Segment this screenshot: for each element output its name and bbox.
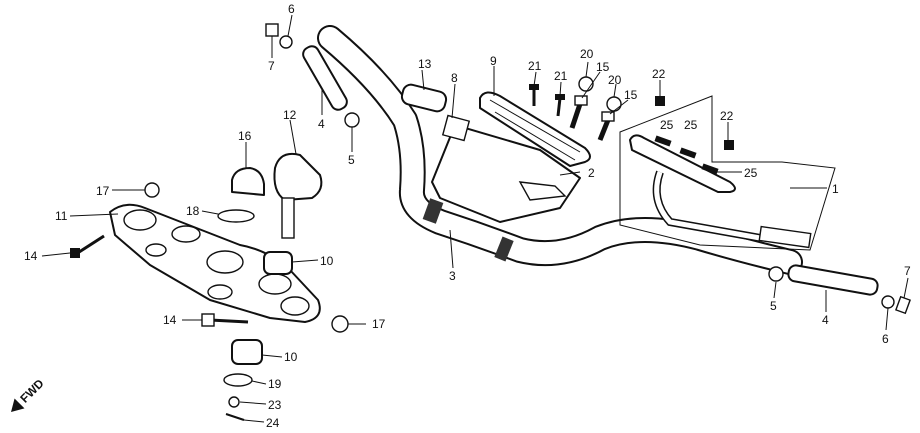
fwd-indicator: FWD [11,376,47,412]
callout-17-bottom: 17 [372,317,386,331]
screw-22-b [724,140,734,150]
nut-part-17-a [144,182,160,198]
switch-assembly-box [619,95,836,251]
rubber-part-10-b [231,339,263,365]
bolt-21-b [555,94,565,117]
callout-20-a: 20 [580,47,594,61]
callout-25-a: 25 [660,118,674,132]
callout-9: 9 [490,54,497,68]
bar-end-weight-left [265,23,360,128]
screw-25-a [654,135,672,147]
callout-2: 2 [588,166,595,180]
callout-14-left: 14 [24,249,38,263]
holder-cap-part-16 [231,167,265,196]
bolt-15-a [569,95,588,129]
rubber-part-10-a [263,251,293,275]
handlebar-pipe [317,25,803,275]
bolt-part-14-a [70,234,105,258]
callout-22-b: 22 [720,109,734,123]
callout-7-left: 7 [268,59,275,73]
nut-part-17-b [331,315,349,333]
callout-7-right: 7 [904,264,911,278]
right-switch-housing [629,134,812,249]
callout-14-bottom: 14 [163,313,177,327]
callout-4-left: 4 [318,117,325,131]
fwd-label: FWD [17,376,46,405]
callout-5-left: 5 [348,153,355,167]
callout-10-bottom: 10 [284,350,298,364]
callout-numbers: 1 2 3 4 4 5 5 6 6 7 7 8 9 10 10 11 12 13… [24,2,911,430]
callout-6-right: 6 [882,332,889,346]
callout-3: 3 [449,269,456,283]
screw-22-a [655,96,665,106]
callout-10-top: 10 [320,254,334,268]
callout-21-b: 21 [554,69,568,83]
callout-16: 16 [238,129,252,143]
grip-part-13 [400,83,448,113]
nut-20-b [606,96,622,112]
nut-part-23 [228,396,240,408]
bolt-15-b [597,111,615,141]
instrument-bracket [431,114,581,223]
callout-15-b: 15 [624,88,638,102]
callout-21-a: 21 [528,59,542,73]
callout-18: 18 [186,204,200,218]
callout-8: 8 [451,71,458,85]
switch-housing-part-9 [479,91,591,167]
pin-part-24 [225,413,245,421]
leader-lines [41,14,909,423]
callout-12: 12 [283,108,297,122]
callout-22-a: 22 [652,67,666,81]
fwd-arrow-icon [11,398,25,412]
callout-17-top: 17 [96,184,110,198]
nut-20-a [578,76,594,92]
callout-23: 23 [268,398,282,412]
bolt-part-14-b [201,313,249,327]
callout-19: 19 [268,377,282,391]
callout-20-b: 20 [608,73,622,87]
callout-15-a: 15 [596,60,610,74]
callout-25-c: 25 [744,166,758,180]
callout-25-b: 25 [684,118,698,132]
handlebar-holder-part-12 [273,152,323,239]
callout-24: 24 [266,416,280,430]
callout-13: 13 [418,57,432,71]
callout-1: 1 [832,182,839,196]
screw-25-b [679,147,697,159]
callout-5-right: 5 [770,299,777,313]
bar-end-weight-right [768,264,911,315]
callout-4-right: 4 [822,313,829,327]
washer-part-18 [217,209,255,223]
callout-11: 11 [55,209,68,223]
callout-6-left: 6 [288,2,295,16]
bolt-21-a [529,84,539,106]
washer-part-19 [223,373,253,387]
